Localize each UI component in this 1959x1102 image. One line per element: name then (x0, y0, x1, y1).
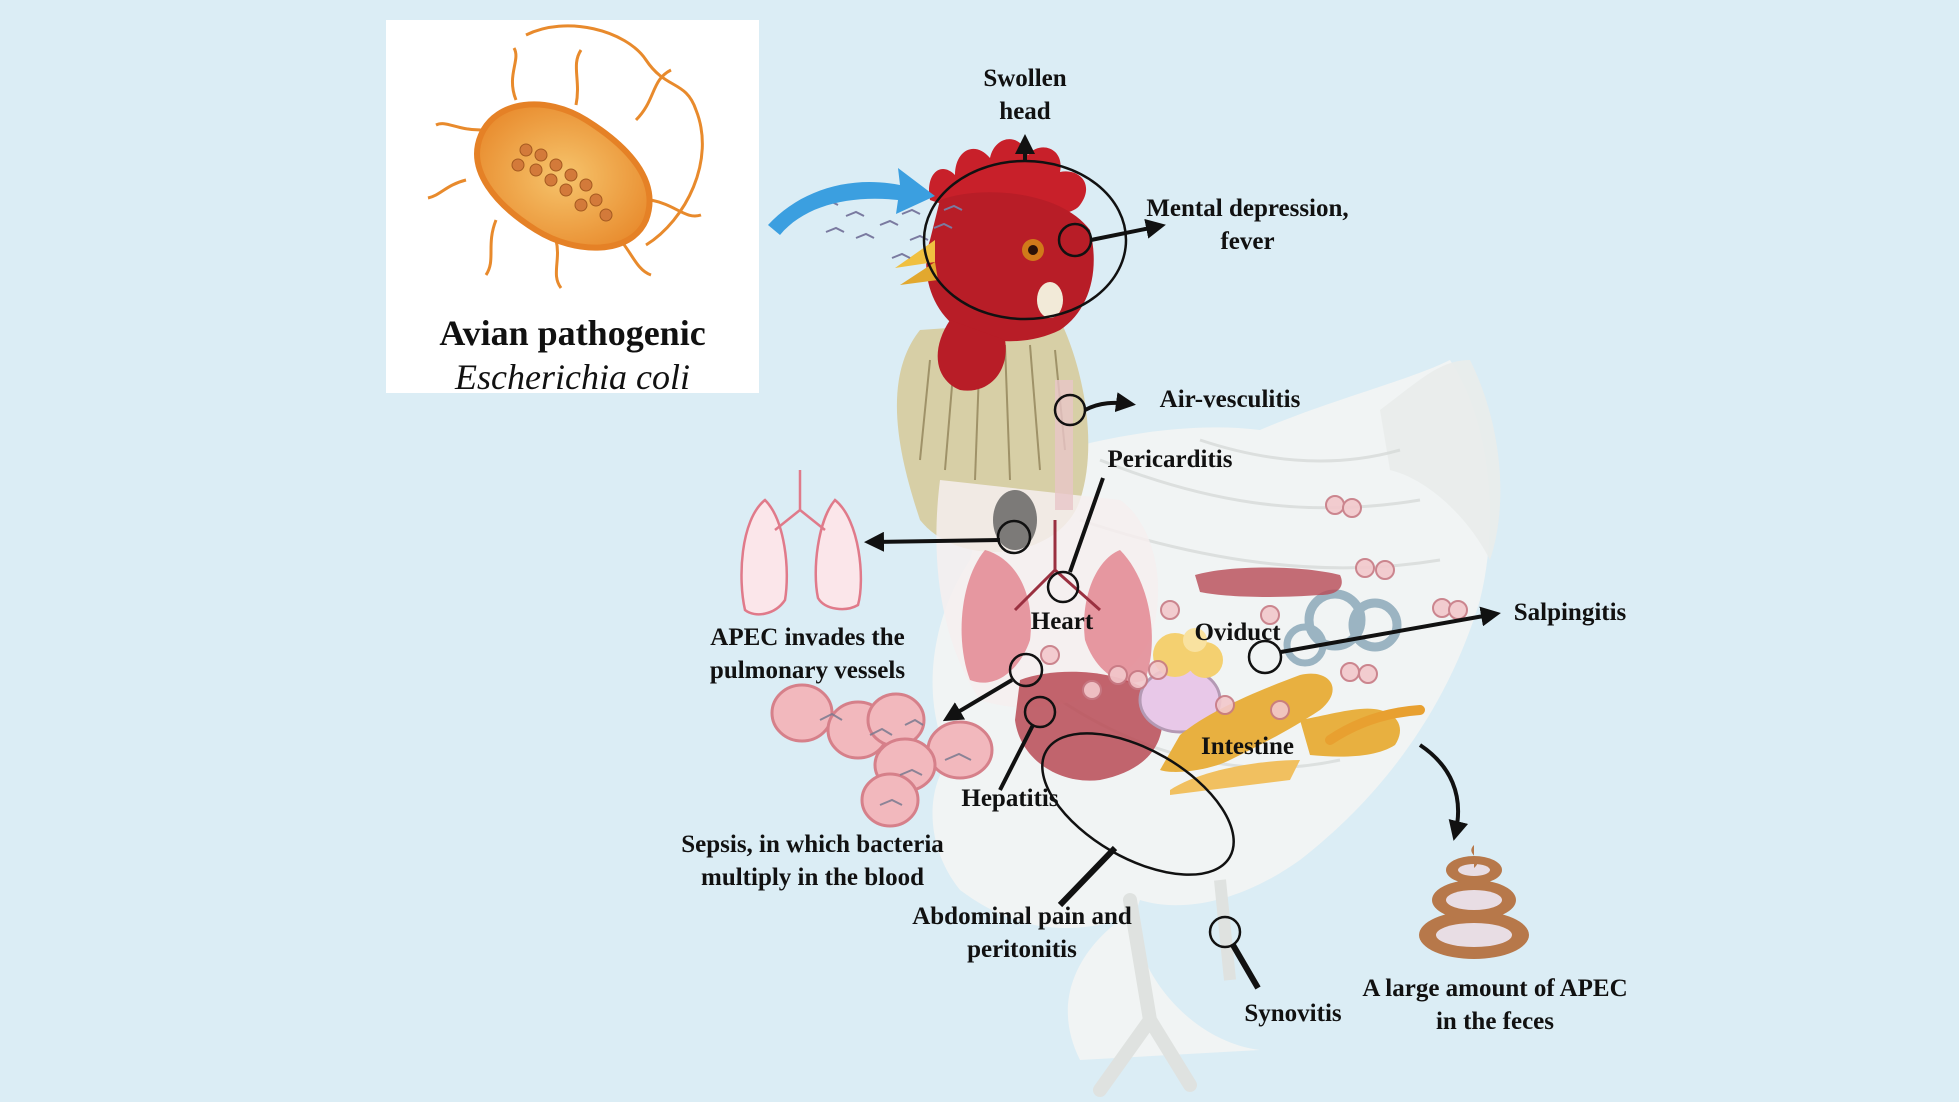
chicken-leg (1093, 893, 1197, 1097)
bacterium-illustration (427, 24, 704, 289)
kidney (1195, 567, 1342, 597)
heart-marker (1046, 570, 1080, 604)
label-intestine: Intestine (1200, 733, 1295, 760)
infection-arrow (768, 168, 935, 235)
label-heart: Heart (1030, 608, 1094, 635)
label-air-vesculitis: Air-vesculitis (1159, 386, 1301, 413)
oviduct-marker (1247, 639, 1283, 675)
joint-marker (1208, 915, 1242, 949)
liver (1015, 671, 1163, 781)
lungs-diagram (740, 470, 863, 616)
label-salpingitis: Salpingitis (1513, 599, 1627, 626)
caption-line-2: Escherichia coli (455, 357, 690, 397)
oviduct-organ (1153, 589, 1402, 678)
bacterium-inset: Avian pathogenic Escherichia coli (386, 20, 759, 397)
label-mental-depression: Mental depression,fever (1146, 195, 1349, 255)
liver-marker (1023, 695, 1057, 729)
feces-illustration (1419, 845, 1529, 959)
lung-marker (996, 519, 1032, 555)
caption-line-1: Avian pathogenic (439, 313, 706, 353)
blood-marker (1008, 652, 1044, 688)
bacteria-cluster (819, 199, 963, 259)
label-synovitis: Synovitis (1244, 1000, 1342, 1027)
chicken-tail (1380, 360, 1501, 560)
intestine-organ (1160, 673, 1333, 772)
label-oviduct: Oviduct (1194, 619, 1281, 646)
sepsis-blood-cells (770, 683, 994, 828)
label-pericarditis: Pericarditis (1107, 446, 1233, 473)
internal-lungs (961, 490, 1152, 683)
label-hepatitis: Hepatitis (961, 785, 1059, 812)
blood-cells-body (1040, 495, 1468, 720)
wattle (937, 320, 1006, 391)
